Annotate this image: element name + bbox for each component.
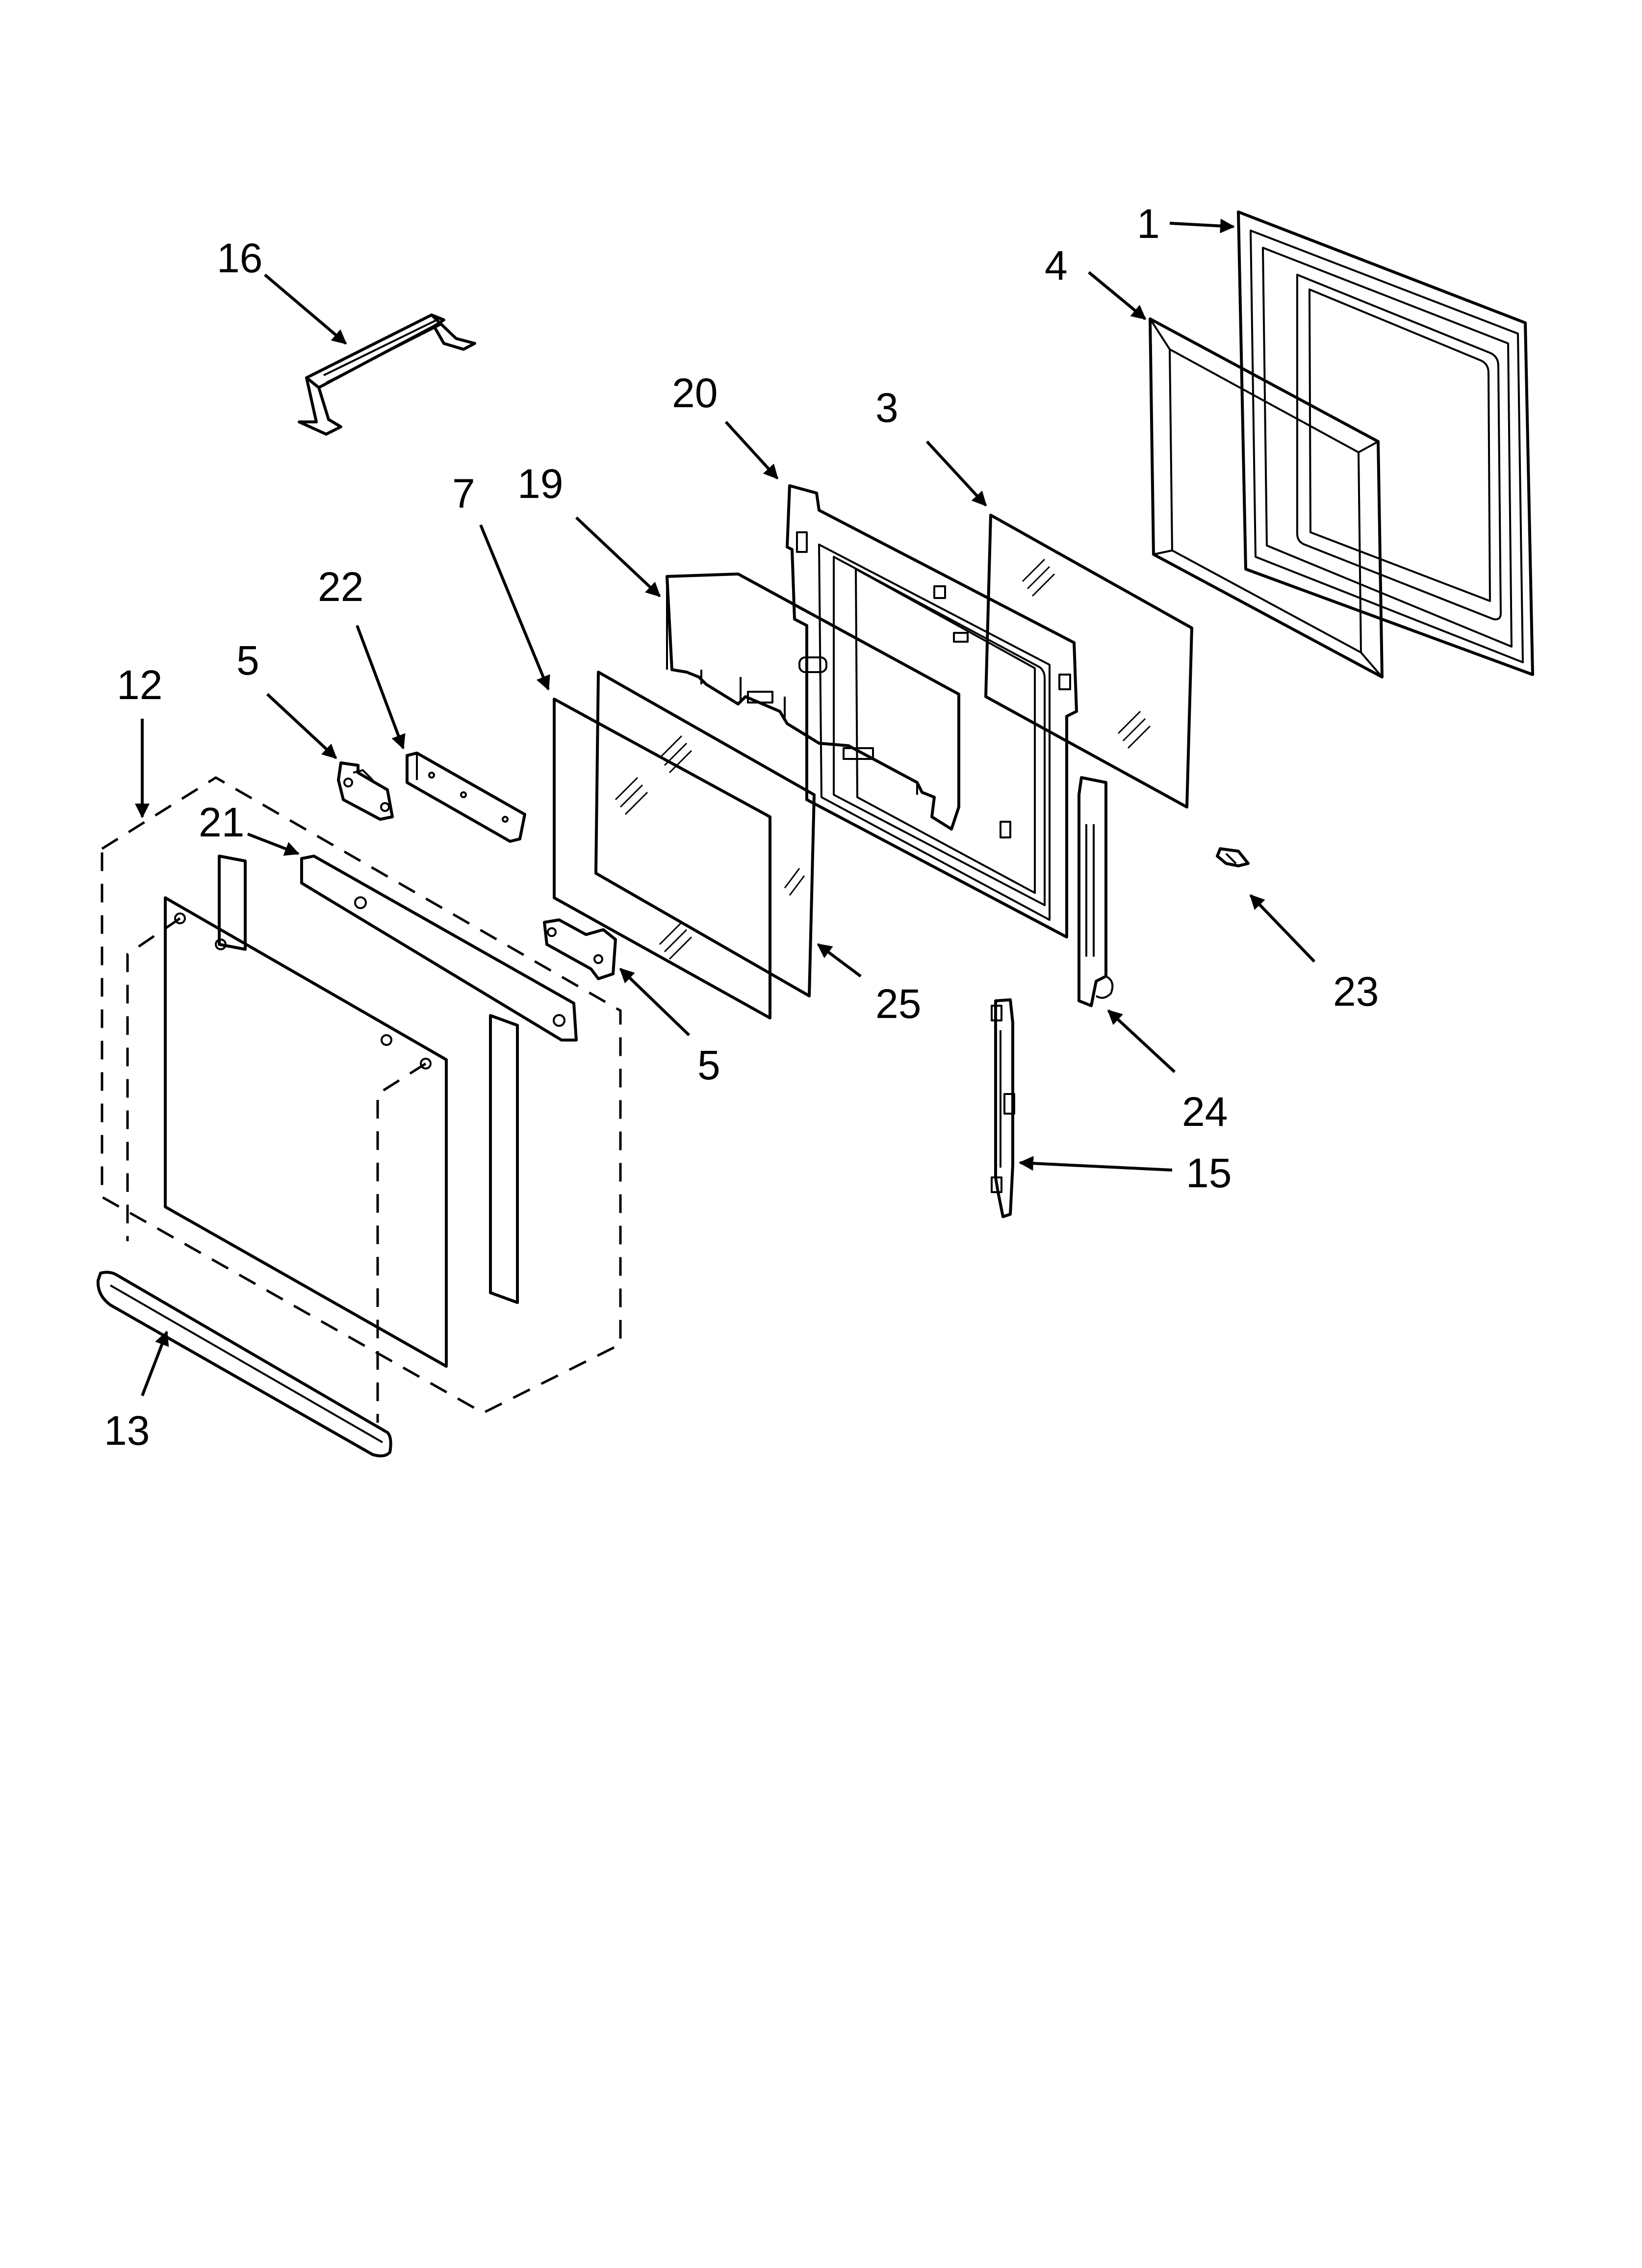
part-1-outer-door-panel [1237,210,1534,676]
callout-5-upper: 5 [236,637,259,683]
part-15-hinge-receiver [991,998,1015,1218]
callout-19: 19 [517,461,563,507]
callout-24: 24 [1182,1089,1228,1135]
callout-4: 4 [1045,242,1068,288]
callout-3: 3 [875,385,898,431]
callout-25: 25 [875,981,921,1027]
part-4-door-frame [1149,317,1384,678]
part-5-hinge-bracket-upper [337,761,394,821]
callout-15: 15 [1186,1150,1232,1196]
callout-16: 16 [217,235,262,281]
callout-labels: 1 4 16 20 3 7 19 22 5 12 21 25 5 23 24 1… [104,201,1379,1454]
part-12-door-assembly [101,776,622,1423]
leader-arrows [135,218,1316,1397]
callout-23: 23 [1333,968,1379,1015]
callout-5-lower: 5 [697,1042,720,1088]
callout-7: 7 [452,470,475,517]
callout-1: 1 [1137,201,1160,247]
part-7-glass-panel [553,698,771,1019]
part-3-glass-panel [984,514,1193,808]
callout-13: 13 [104,1408,150,1454]
callout-22: 22 [318,564,363,610]
part-16-handle-bracket [298,313,476,436]
callout-21: 21 [199,799,244,845]
part-13-bottom-trim [96,1271,392,1458]
callout-20: 20 [672,370,718,416]
part-22-strip [406,752,526,843]
callout-12: 12 [117,662,162,708]
part-25-glass-panel [594,671,816,997]
part-23-clip [1216,847,1250,867]
part-5-hinge-bracket-lower [543,918,617,980]
part-21-rail [300,855,578,1042]
part-24-hinge [1078,776,1114,1007]
part-19-heat-shield [666,573,960,831]
part-20-inner-door-liner [786,484,1078,938]
